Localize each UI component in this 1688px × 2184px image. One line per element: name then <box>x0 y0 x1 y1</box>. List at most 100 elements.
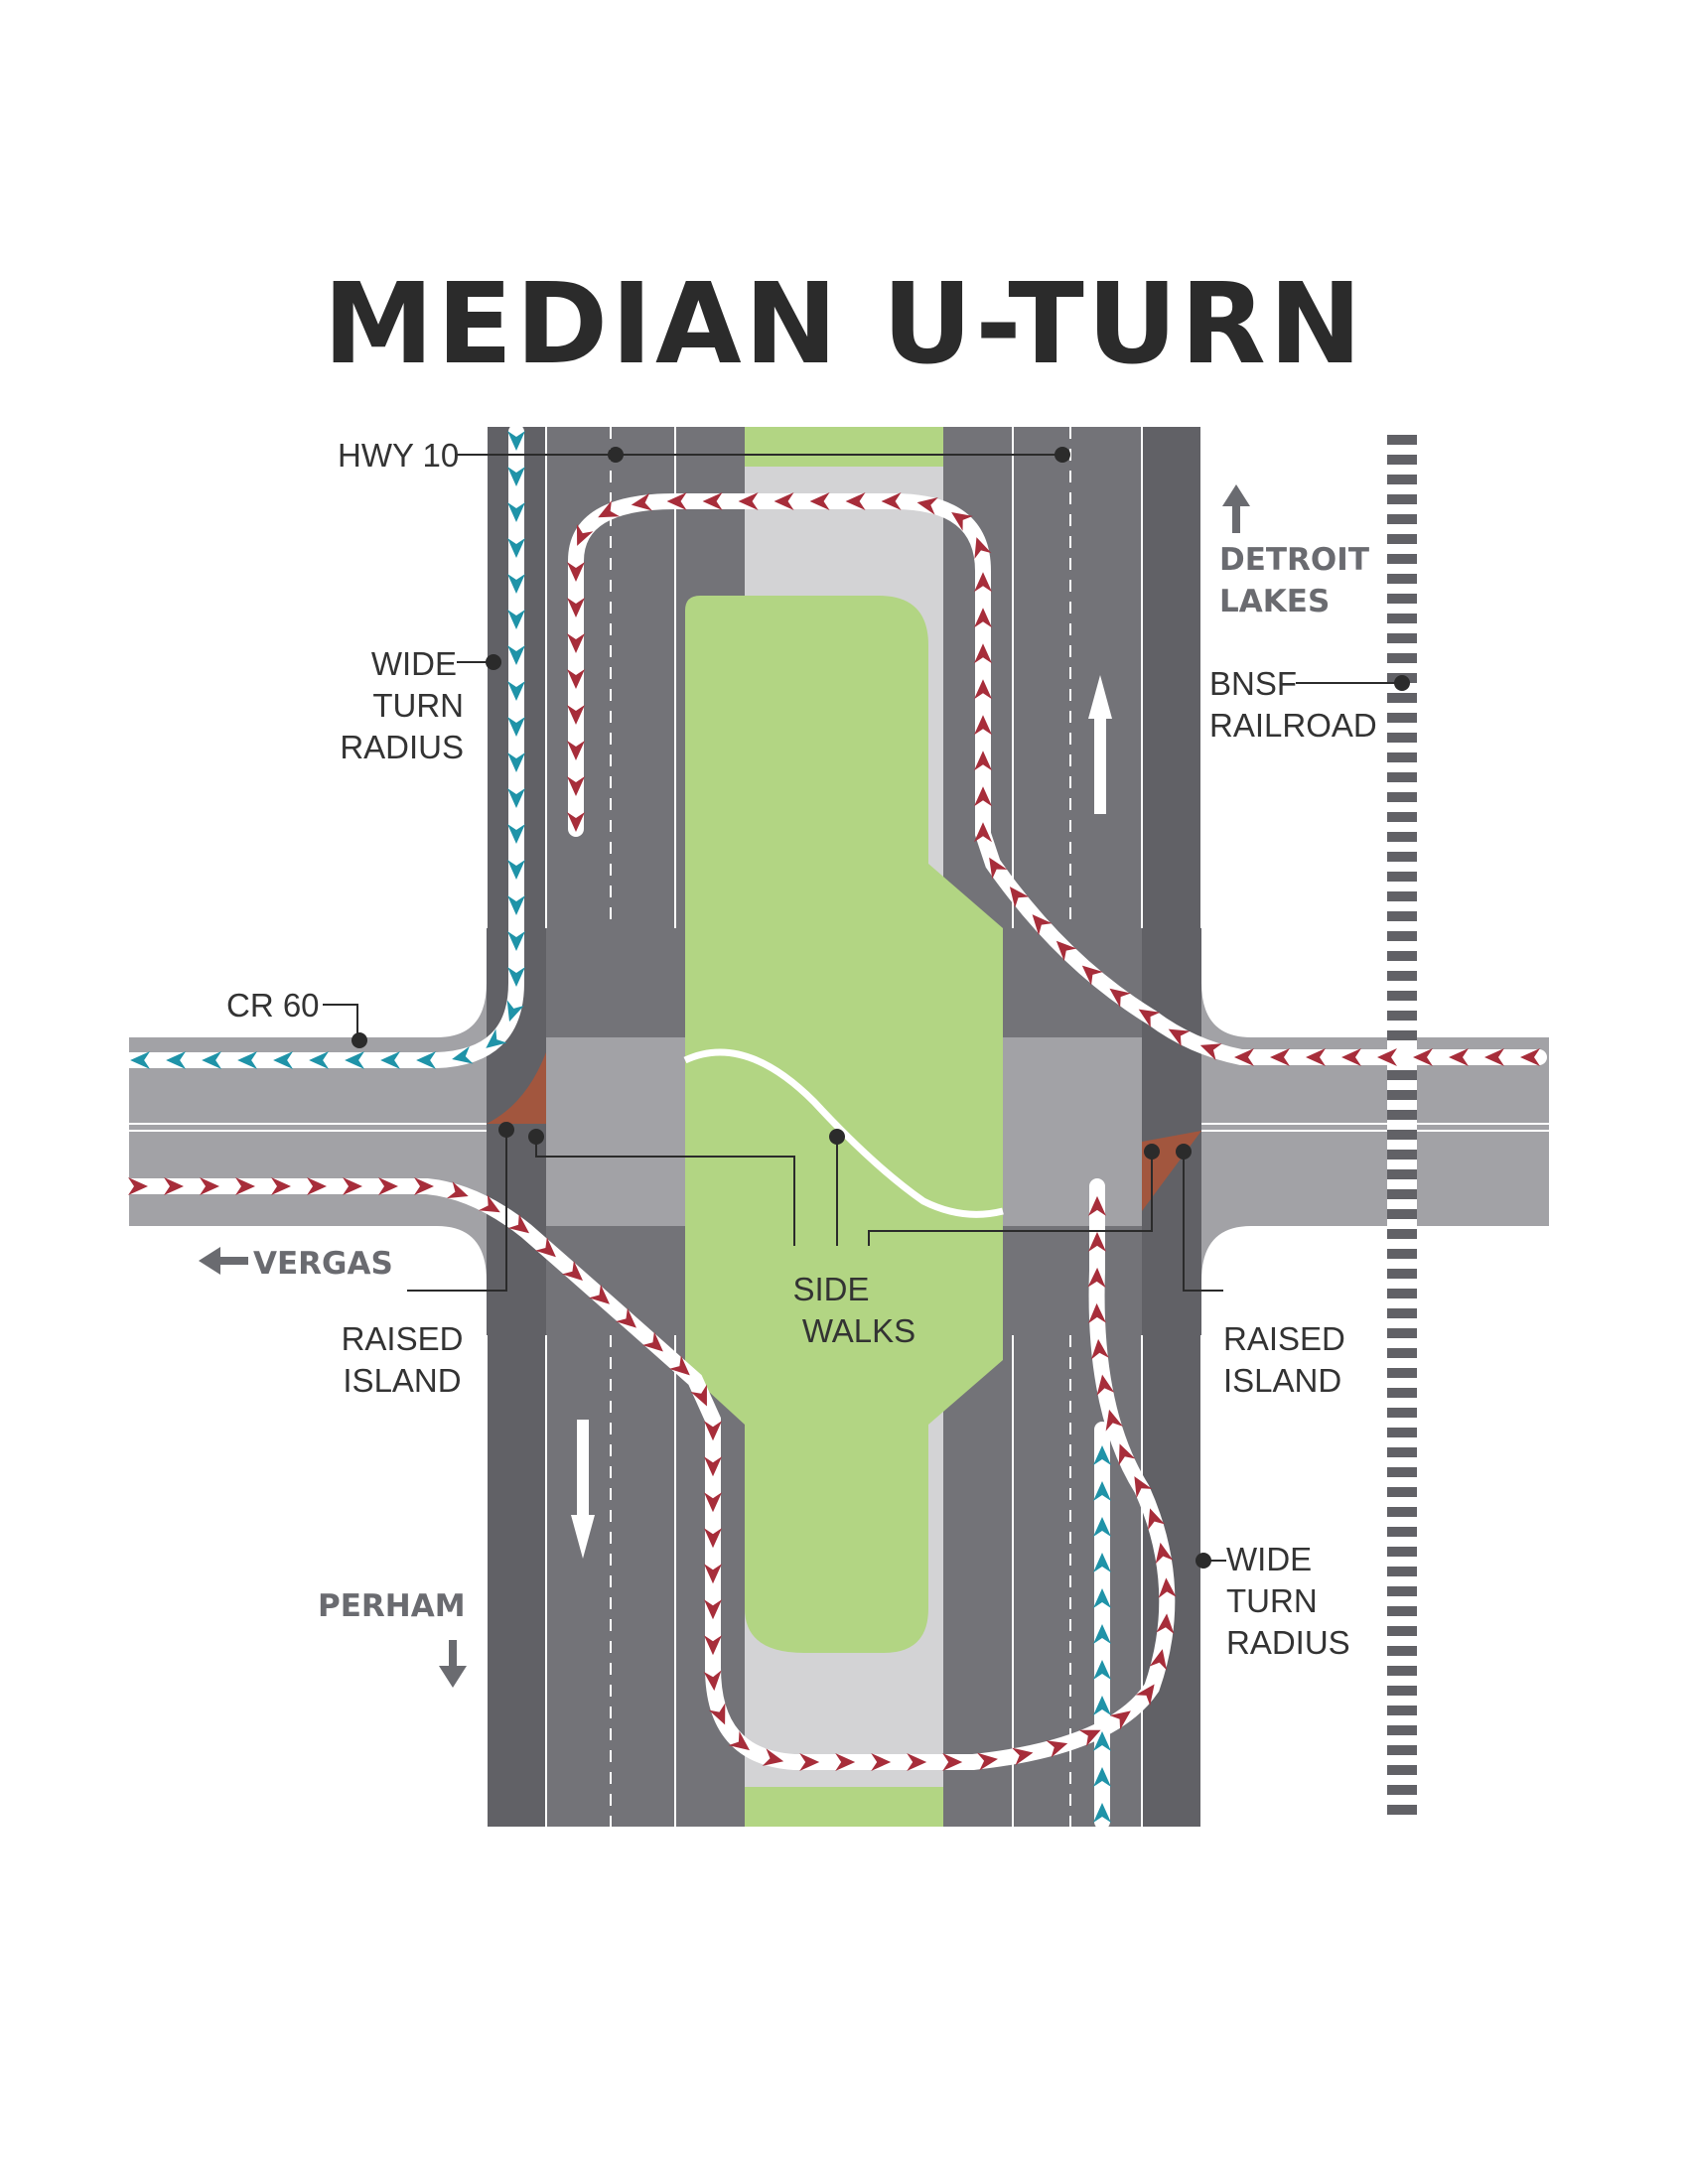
chevron-icon <box>704 1599 722 1620</box>
chevron-icon <box>1046 1740 1068 1758</box>
chevron-icon <box>507 502 525 522</box>
rail-tie <box>1387 514 1417 524</box>
chevron-icon <box>774 492 794 510</box>
chevron-icon <box>1093 1803 1111 1823</box>
wide-turn-radius-left-line-1: WIDE <box>371 645 457 682</box>
chevron-icon <box>562 1261 583 1282</box>
rail-tie <box>1387 812 1417 822</box>
chevron-icon <box>1156 1613 1175 1635</box>
rail-tie <box>1387 1527 1417 1537</box>
rail-tie <box>1387 852 1417 862</box>
raised-island-left-line-1: RAISED <box>342 1320 464 1357</box>
chevron-icon <box>974 751 992 771</box>
chevron-icon <box>507 788 525 808</box>
rail-tie <box>1387 1805 1417 1815</box>
rail-tie <box>1387 752 1417 762</box>
chevron-icon <box>1093 1731 1111 1751</box>
detroit-lakes-line-1: DETROIT <box>1219 542 1369 578</box>
chevron-icon <box>1093 1553 1111 1572</box>
chevron-icon <box>1306 1048 1326 1066</box>
chevron-icon <box>1088 1302 1107 1324</box>
chevron-icon <box>1484 1048 1504 1066</box>
chevron-icon <box>1093 1660 1111 1680</box>
perham-label: PERHAM <box>318 1588 466 1624</box>
chevron-icon <box>567 561 585 582</box>
chevron-icon <box>704 1492 722 1513</box>
rail-tie <box>1387 693 1417 703</box>
chevron-icon <box>631 492 652 511</box>
chevron-icon <box>1093 1517 1111 1537</box>
chevron-icon <box>1158 1577 1177 1598</box>
rail-tie <box>1387 1289 1417 1298</box>
rail-tie <box>1387 1189 1417 1199</box>
chevron-icon <box>704 1421 722 1441</box>
chevron-icon <box>1109 988 1131 1008</box>
vergas-arrow-icon <box>199 1247 248 1275</box>
rail-tie <box>1387 1606 1417 1616</box>
rail-tie <box>1387 951 1417 961</box>
rail-tie <box>1387 1388 1417 1398</box>
rail-tie <box>1387 772 1417 782</box>
raised-island-right-line-2: ISLAND <box>1223 1362 1341 1399</box>
median-green-island <box>685 596 1003 1653</box>
perham-arrow-icon <box>439 1640 467 1688</box>
chevron-icon <box>130 1051 151 1069</box>
rail-tie <box>1387 455 1417 465</box>
chevron-icon <box>799 1753 820 1771</box>
hwy-10-label: HWY 10 <box>338 437 459 474</box>
chevron-icon <box>916 496 938 515</box>
chevron-icon <box>951 511 973 531</box>
rail-tie <box>1387 1130 1417 1140</box>
rail-tie <box>1387 1467 1417 1477</box>
northbound-direction-arrow <box>1088 675 1112 814</box>
rail-tie <box>1387 971 1417 981</box>
page-title: MEDIAN U-TURN <box>323 260 1364 389</box>
rail-tie <box>1387 1626 1417 1636</box>
chevron-icon <box>235 1177 255 1195</box>
rail-tie <box>1387 1070 1417 1080</box>
rail-tie <box>1387 1745 1417 1755</box>
chevron-icon <box>589 1284 610 1304</box>
median-bottom-green <box>745 1787 943 1827</box>
rail-tie <box>1387 1229 1417 1239</box>
chevron-icon <box>598 500 621 518</box>
chevron-icon <box>1449 1048 1469 1066</box>
rail-tie <box>1387 1030 1417 1040</box>
chevron-icon <box>507 860 525 880</box>
wide-turn-radius-right-line-1: WIDE <box>1226 1541 1312 1577</box>
chevron-icon <box>446 1181 469 1199</box>
wide-turn-radius-right-line-2: TURN <box>1226 1582 1318 1619</box>
chevron-icon <box>567 632 585 653</box>
chevron-icon <box>309 1051 330 1069</box>
chevron-icon <box>1093 1767 1111 1787</box>
chevron-icon <box>1055 940 1077 962</box>
rail-tie <box>1387 891 1417 901</box>
chevron-icon <box>845 492 866 510</box>
chevron-icon <box>507 467 525 486</box>
rail-tie <box>1387 733 1417 743</box>
chevron-icon <box>974 643 992 664</box>
rail-tie <box>1387 832 1417 842</box>
detroit-lakes-arrow-icon <box>1222 484 1250 533</box>
chevron-icon <box>1088 1195 1106 1216</box>
rail-tie <box>1387 792 1417 802</box>
chevron-icon <box>1088 1231 1106 1252</box>
rail-tie <box>1387 554 1417 564</box>
chevron-icon <box>728 1730 751 1751</box>
rail-tie <box>1387 1090 1417 1100</box>
chevron-icon <box>690 1384 707 1407</box>
chevron-icon <box>507 967 525 987</box>
rail-tie <box>1387 1547 1417 1557</box>
chevron-icon <box>507 431 525 451</box>
chevron-icon <box>1134 1476 1153 1498</box>
chevron-icon <box>567 740 585 760</box>
rail-tie <box>1387 1308 1417 1318</box>
chevron-icon <box>703 1670 722 1692</box>
vergas-label: VERGAS <box>253 1246 393 1282</box>
chevron-icon <box>567 704 585 725</box>
chevron-icon <box>1413 1048 1433 1066</box>
chevron-icon <box>702 492 723 510</box>
chevron-icon <box>567 811 585 832</box>
rail-tie <box>1387 1765 1417 1775</box>
